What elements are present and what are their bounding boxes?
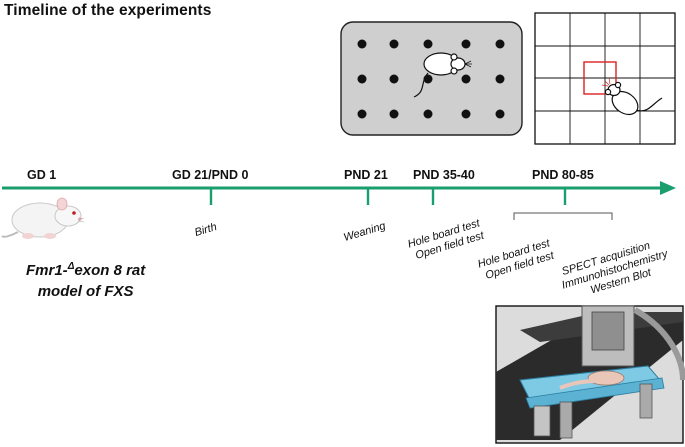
stage-label-gd1: GD 1 [27, 168, 57, 182]
hole-board-illustration [340, 21, 523, 136]
stage-label-pnd21: PND 21 [344, 168, 388, 182]
stage-label-gd21-pnd0: GD 21/PND 0 [172, 168, 249, 182]
rat-model-delta: Δ [67, 261, 75, 272]
pnd-80-85-bracket [513, 212, 613, 220]
timeline-arrow [2, 181, 676, 205]
rat-model-label: Fmr1-Δexon 8 rat model of FXS [26, 256, 145, 302]
stage-label-pnd80-85: PND 80-85 [532, 168, 594, 182]
rat-model-line2: model of FXS [37, 283, 134, 300]
rat-model-gene: Fmr1- [26, 262, 68, 279]
white-rat-icon [1, 197, 85, 239]
rat-model-exon: exon 8 rat [74, 262, 146, 279]
open-field-illustration [534, 12, 676, 145]
hole-board-rat-icon [413, 52, 472, 98]
spect-scanner-illustration [495, 305, 685, 444]
open-field-rat-icon [601, 77, 663, 116]
diagram-title: Timeline of the experiments [4, 2, 212, 19]
stage-label-pnd35-40: PND 35-40 [413, 168, 475, 182]
rat-model-line1: Fmr1-Δexon 8 rat [26, 256, 145, 281]
